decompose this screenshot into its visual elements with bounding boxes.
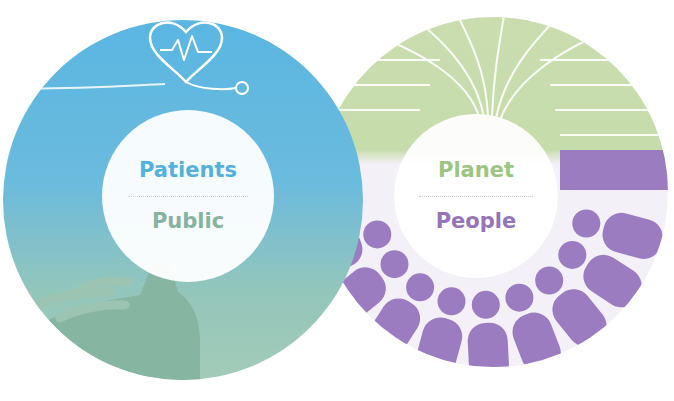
person-body	[467, 322, 510, 384]
circle-label: Public	[146, 205, 230, 238]
dotted-divider	[419, 196, 534, 197]
person-head	[505, 284, 533, 312]
person-head	[535, 267, 563, 295]
inner-circle: PlanetPeople	[394, 114, 558, 278]
circle-label: People	[430, 205, 523, 238]
person-body	[412, 313, 466, 381]
circle-label: Planet	[432, 154, 520, 187]
person-head	[363, 220, 391, 248]
dotted-divider	[128, 196, 248, 197]
person-body	[598, 209, 666, 263]
patients-public-circle	[0, 20, 363, 401]
circle-label: Patients	[133, 154, 243, 187]
person-head	[558, 241, 586, 269]
person-head	[381, 250, 409, 278]
inner-circle: PatientsPublic	[102, 110, 274, 282]
person-head	[406, 273, 434, 301]
person-body	[507, 307, 566, 377]
person-head	[438, 287, 466, 315]
person-head	[572, 210, 600, 238]
person-head	[472, 291, 500, 319]
